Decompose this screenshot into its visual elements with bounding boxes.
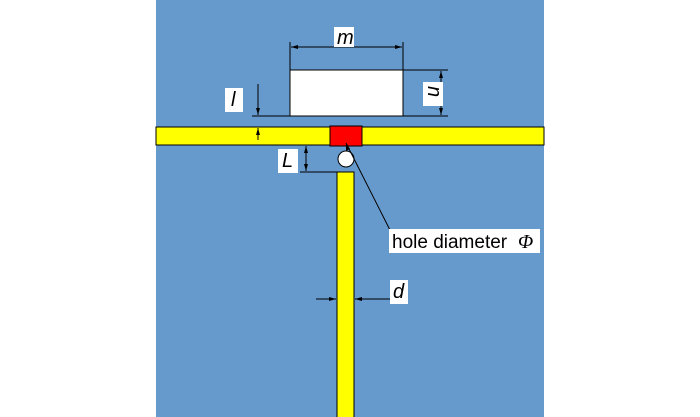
- label-n: n: [423, 86, 445, 97]
- dimension-m: m: [289, 27, 404, 70]
- label-m: m: [337, 27, 354, 49]
- label-l: l: [231, 89, 236, 111]
- dimension-d: d: [316, 280, 408, 304]
- label-hole-diameter: hole diameter: [392, 232, 508, 253]
- label-d: d: [393, 281, 405, 303]
- label-L: L: [282, 150, 293, 172]
- vertical-strip: [336, 171, 355, 417]
- hole-diameter-callout: hole diameter Φ: [345, 142, 540, 253]
- dimension-n: n: [403, 69, 448, 117]
- patch-rectangle: [289, 69, 404, 117]
- dimension-l: l: [225, 84, 290, 140]
- dimension-L: L: [278, 146, 337, 173]
- label-phi: Φ: [518, 231, 533, 253]
